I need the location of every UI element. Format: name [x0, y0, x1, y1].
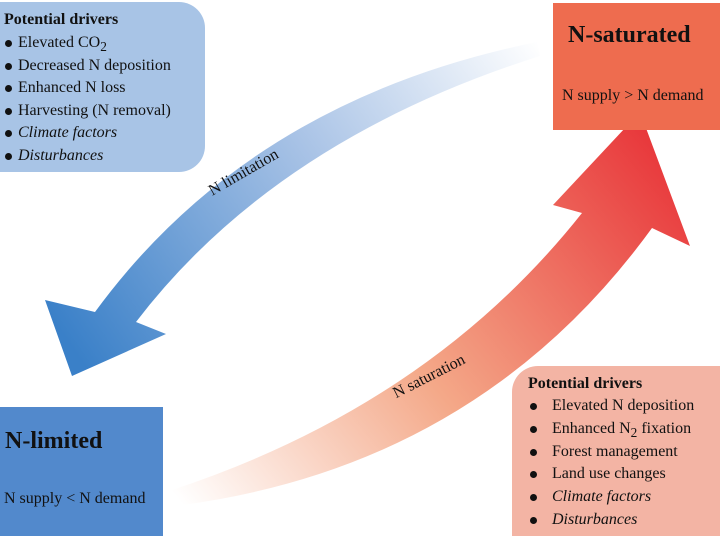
n-limited-condition: N supply < N demand — [4, 490, 146, 507]
bullet-icon — [5, 107, 12, 115]
driver-text: Elevated CO — [18, 34, 101, 51]
driver-item: Enhanced N loss — [18, 78, 126, 98]
bullet-icon — [530, 471, 537, 479]
driver-text: Enhanced N — [552, 419, 631, 437]
driver-item: Decreased N deposition — [18, 56, 171, 76]
limitation-drivers-box — [0, 2, 205, 172]
driver-item: Disturbances — [18, 146, 103, 166]
n-limited-box — [0, 407, 163, 536]
bullet-icon — [530, 448, 537, 456]
driver-text: Disturbances — [552, 511, 638, 528]
bullet-icon — [530, 517, 537, 524]
driver-item: Climate factors — [18, 123, 117, 143]
bullet-icon — [5, 62, 12, 70]
n-saturated-title: N-saturated — [568, 22, 691, 48]
bullet-icon — [5, 85, 12, 92]
n-saturation-arrow — [172, 112, 690, 505]
limitation-drivers-heading: Potential drivers — [4, 11, 119, 28]
bullet-icon — [530, 494, 537, 502]
driver-text: Climate factors — [552, 488, 652, 506]
driver-item: Harvesting (N removal) — [18, 101, 171, 121]
saturation-drivers-heading: Potential drivers — [528, 375, 643, 392]
bullet-icon — [530, 403, 537, 410]
n-saturated-condition: N supply > N demand — [562, 87, 704, 104]
driver-item: Climate factors — [552, 487, 651, 507]
saturation-drivers-box — [512, 366, 720, 536]
driver-text: Land use changes — [552, 465, 666, 483]
driver-subscript: 2 — [100, 39, 107, 55]
driver-text: Enhanced N loss — [18, 79, 126, 96]
driver-item: Forest management — [552, 442, 678, 462]
driver-text: Decreased N deposition — [18, 56, 171, 74]
bullet-icon — [5, 40, 12, 47]
driver-item: Land use changes — [552, 464, 666, 484]
driver-subscript: 2 — [630, 424, 638, 440]
driver-item: Elevated N deposition — [552, 396, 694, 416]
driver-item: Enhanced N2 fixation — [552, 419, 691, 443]
driver-text: Climate factors — [18, 124, 118, 141]
n-limitation-arrow — [45, 42, 540, 376]
driver-item: Disturbances — [552, 510, 637, 530]
bullet-icon — [5, 130, 12, 137]
driver-item: Elevated CO2 — [18, 33, 107, 57]
driver-text: Disturbances — [18, 146, 104, 164]
n-saturated-box — [553, 3, 720, 130]
driver-text: Forest management — [552, 442, 678, 460]
driver-text: Harvesting (N removal) — [18, 101, 171, 119]
bullet-icon — [5, 152, 12, 160]
driver-text: fixation — [637, 419, 692, 437]
bullet-icon — [530, 425, 537, 433]
driver-text: Elevated N deposition — [552, 397, 695, 414]
n-limited-title: N-limited — [5, 428, 103, 454]
